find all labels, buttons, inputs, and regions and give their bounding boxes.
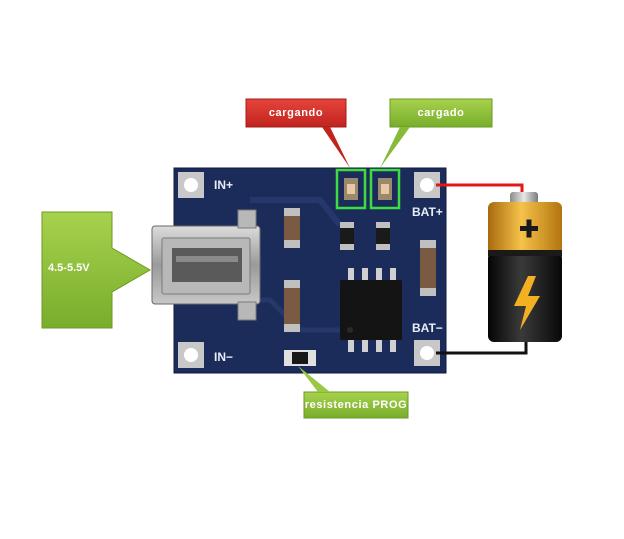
callout-charging bbox=[245, 98, 350, 168]
label-charged: cargado bbox=[417, 107, 465, 119]
led-charging bbox=[344, 178, 358, 200]
silk-bat-plus: BAT+ bbox=[412, 205, 443, 219]
capacitor-right bbox=[420, 240, 436, 296]
capacitor-left-bottom bbox=[284, 280, 300, 332]
ic-chip bbox=[340, 268, 402, 352]
pcb-board: IN+ IN− BAT+ BAT− bbox=[173, 167, 447, 374]
label-prog-resistor: resistencia PROG bbox=[304, 399, 408, 411]
plus-icon bbox=[520, 219, 538, 238]
pad-bat-plus bbox=[414, 172, 440, 198]
wire-positive bbox=[436, 183, 524, 196]
input-arrow bbox=[41, 211, 151, 329]
label-input-voltage: 4.5-5.5V bbox=[48, 262, 90, 274]
lightning-icon bbox=[514, 276, 540, 330]
label-charging: cargando bbox=[268, 107, 324, 119]
mini-usb-connector-icon bbox=[151, 209, 261, 321]
pad-bat-minus bbox=[414, 340, 440, 366]
resistor-1 bbox=[340, 222, 354, 250]
silk-bat-minus: BAT− bbox=[412, 321, 443, 335]
wire-negative bbox=[436, 340, 528, 355]
silk-in-plus: IN+ bbox=[214, 178, 233, 192]
battery-icon bbox=[488, 192, 562, 342]
led-charged-highlight bbox=[369, 168, 401, 210]
pad-in-minus bbox=[178, 342, 204, 368]
pad-in-plus bbox=[178, 172, 204, 198]
resistor-2 bbox=[376, 222, 390, 250]
silk-in-minus: IN− bbox=[214, 350, 233, 364]
led-charged bbox=[378, 178, 392, 200]
prog-resistor bbox=[284, 350, 316, 366]
led-charging-highlight bbox=[335, 168, 367, 210]
callout-charged bbox=[380, 98, 493, 168]
capacitor-left-top bbox=[284, 208, 300, 248]
callout-prog bbox=[298, 366, 409, 419]
